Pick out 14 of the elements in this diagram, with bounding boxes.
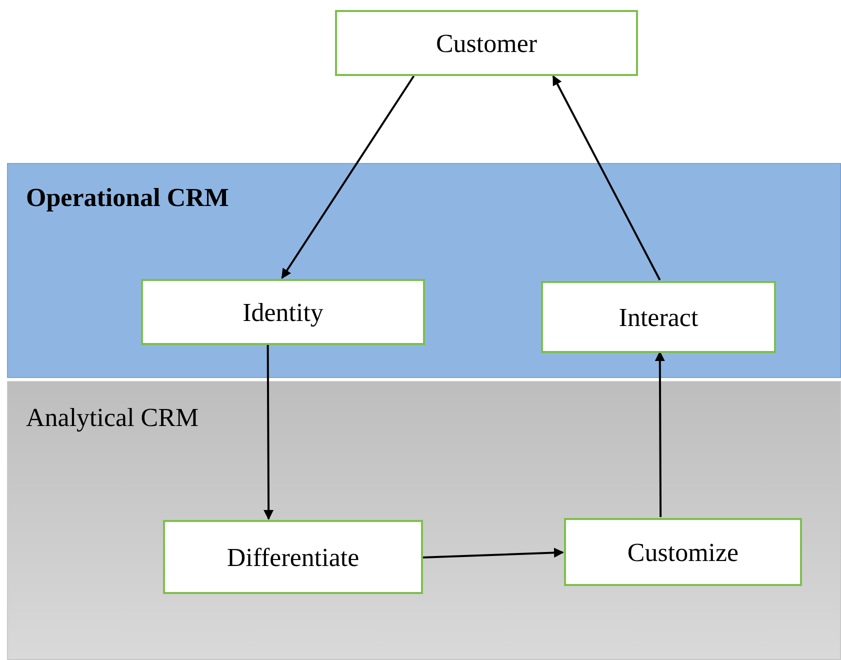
band-title: Operational CRM <box>26 182 229 214</box>
layer-band <box>7 163 841 378</box>
arrow <box>654 351 665 517</box>
process-box: Interact <box>541 281 776 353</box>
arrow <box>281 75 415 279</box>
arrow <box>552 75 661 280</box>
layer-band <box>7 381 841 660</box>
process-box: Customer <box>335 10 638 76</box>
arrow <box>422 548 564 558</box>
process-box: Identity <box>141 279 425 345</box>
band-title: Analytical CRM <box>26 402 199 434</box>
process-box: Differentiate <box>163 520 423 594</box>
process-box: Customize <box>564 518 802 586</box>
arrow <box>264 344 274 520</box>
